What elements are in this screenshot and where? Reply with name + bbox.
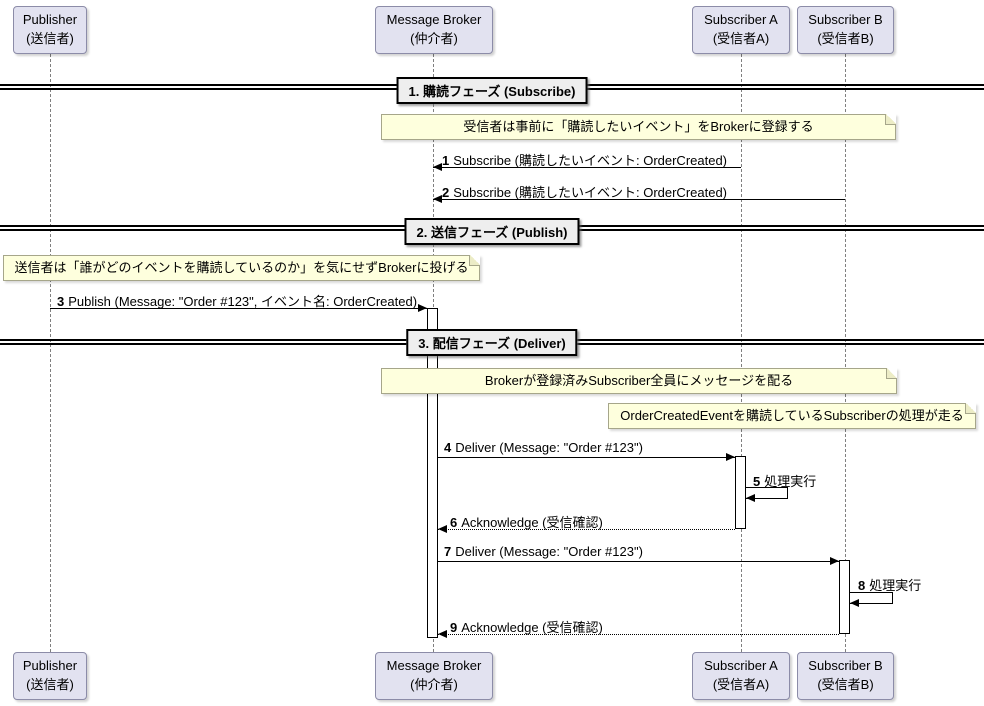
message-number: 4 <box>444 440 452 455</box>
participant-name: Subscriber A <box>704 12 778 28</box>
participant-top-broker: Message Broker (仲介者) <box>375 6 493 54</box>
lifeline-publisher <box>50 54 51 652</box>
message-3-line <box>50 308 427 309</box>
message-text: 処理実行 <box>869 578 922 593</box>
note-subscriber-processing: OrderCreatedEventを購読しているSubscriberの処理が走る <box>608 403 976 429</box>
message-text: Deliver (Message: "Order #123") <box>455 544 643 559</box>
divider-label-subscribe: 1. 購読フェーズ (Subscribe) <box>396 77 588 104</box>
note-text: Brokerが登録済みSubscriber全員にメッセージを配る <box>484 373 794 388</box>
arrowhead-left-icon <box>850 599 859 607</box>
participant-top-subscriber-b: Subscriber B (受信者B) <box>797 6 894 54</box>
participant-bottom-publisher: Publisher (送信者) <box>13 652 87 700</box>
arrowhead-left-icon <box>433 195 442 203</box>
message-text: Subscribe (購読したいイベント: OrderCreated) <box>453 153 728 168</box>
message-number: 5 <box>753 474 761 489</box>
message-6-line <box>438 529 735 530</box>
message-number: 9 <box>450 620 458 635</box>
message-7-line <box>438 561 839 562</box>
message-number: 7 <box>444 544 452 559</box>
arrowhead-right-icon <box>418 304 427 312</box>
participant-role: (送信者) <box>26 677 74 692</box>
note-fold-icon <box>885 114 896 125</box>
participant-name: Subscriber B <box>808 12 883 28</box>
participant-bottom-broker: Message Broker (仲介者) <box>375 652 493 700</box>
note-text: OrderCreatedEventを購読しているSubscriberの処理が走る <box>620 408 964 423</box>
note-text: 送信者は「誰がどのイベントを購読しているのか」を気にせずBrokerに投げる <box>14 260 469 275</box>
participant-name: Message Broker <box>386 658 482 674</box>
participant-top-subscriber-a: Subscriber A (受信者A) <box>692 6 790 54</box>
divider-label-deliver: 3. 配信フェーズ (Deliver) <box>406 329 578 356</box>
note-publish: 送信者は「誰がどのイベントを購読しているのか」を気にせずBrokerに投げる <box>3 255 480 281</box>
participant-bottom-subscriber-a: Subscriber A (受信者A) <box>692 652 790 700</box>
note-text: 受信者は事前に「購読したいイベント」をBrokerに登録する <box>463 119 814 134</box>
participant-role: (送信者) <box>26 31 74 46</box>
lifeline-subscriber-b <box>845 54 846 652</box>
note-fold-icon <box>965 403 976 414</box>
message-text: Subscribe (購読したいイベント: OrderCreated) <box>453 185 728 200</box>
message-number: 1 <box>442 153 450 168</box>
arrowhead-left-icon <box>438 525 447 533</box>
message-text: Acknowledge (受信確認) <box>461 620 603 635</box>
divider-label-publish: 2. 送信フェーズ (Publish) <box>404 218 580 245</box>
lifeline-subscriber-a <box>741 54 742 652</box>
participant-role: (仲介者) <box>410 677 458 692</box>
message-number: 3 <box>57 294 65 309</box>
participant-name: Publisher <box>22 658 78 674</box>
participant-name: Publisher <box>22 12 78 28</box>
participant-name: Subscriber B <box>808 658 883 674</box>
note-subscribe: 受信者は事前に「購読したいイベント」をBrokerに登録する <box>381 114 896 140</box>
message-text: 処理実行 <box>764 474 817 489</box>
arrowhead-right-icon <box>830 557 839 565</box>
activation-subscriber-a <box>735 456 746 529</box>
arrowhead-right-icon <box>726 453 735 461</box>
note-fold-icon <box>886 368 897 379</box>
activation-subscriber-b <box>839 560 850 634</box>
note-fold-icon <box>469 255 480 266</box>
message-number: 8 <box>858 578 866 593</box>
participant-role: (受信者A) <box>712 31 770 46</box>
message-number: 6 <box>450 515 458 530</box>
activation-broker <box>427 308 438 638</box>
message-2-line <box>433 199 845 200</box>
message-8-self-loop <box>850 592 893 604</box>
message-text: Publish (Message: "Order #123", イベント名: O… <box>68 294 418 309</box>
message-1-line <box>433 167 741 168</box>
participant-role: (受信者A) <box>712 677 770 692</box>
message-4-line <box>438 457 735 458</box>
note-deliver: Brokerが登録済みSubscriber全員にメッセージを配る <box>381 368 897 394</box>
message-text: Acknowledge (受信確認) <box>461 515 603 530</box>
message-5-self-loop <box>746 487 788 499</box>
message-text: Deliver (Message: "Order #123") <box>455 440 643 455</box>
arrowhead-left-icon <box>746 494 755 502</box>
participant-bottom-subscriber-b: Subscriber B (受信者B) <box>797 652 894 700</box>
message-number: 2 <box>442 185 450 200</box>
message-9-line <box>438 634 839 635</box>
participant-name: Message Broker <box>386 12 482 28</box>
participant-role: (受信者B) <box>817 31 874 46</box>
participant-name: Subscriber A <box>704 658 778 674</box>
participant-top-publisher: Publisher (送信者) <box>13 6 87 54</box>
participant-role: (受信者B) <box>817 677 874 692</box>
arrowhead-left-icon <box>438 630 447 638</box>
arrowhead-left-icon <box>433 163 442 171</box>
participant-role: (仲介者) <box>410 31 458 46</box>
